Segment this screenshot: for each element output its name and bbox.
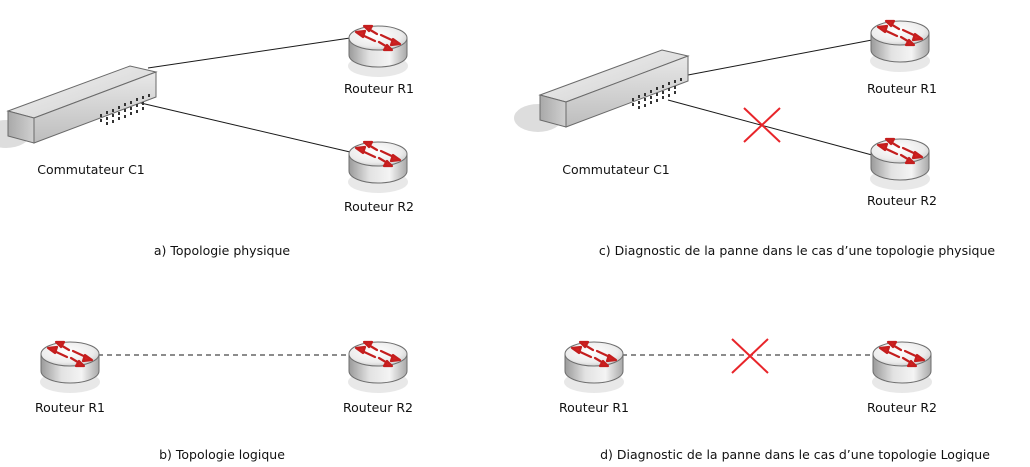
- router-icon: [346, 340, 410, 395]
- network-switch-icon: [513, 49, 689, 133]
- network-switch-icon: [0, 65, 157, 149]
- panel-a-physical-topology: Commutateur C1 Routeur R1 Routeur R2 a) …: [0, 24, 414, 258]
- link-switch-to-r1: [687, 39, 873, 76]
- link-switch-to-r2: [127, 99, 351, 153]
- router-icon: [868, 137, 932, 192]
- panel-b-logical-topology: Routeur R1 Routeur R2 b) Topologie logiq…: [35, 340, 413, 462]
- panel-d-logical-fault-diagnosis: Routeur R1 Routeur R2 d) Diagnostic de l…: [559, 338, 990, 462]
- router-r2-label: Routeur R2: [343, 400, 413, 415]
- router-icon: [868, 19, 932, 74]
- panel-a-caption: a) Topologie physique: [154, 243, 291, 258]
- link-switch-to-r1: [147, 37, 351, 69]
- panel-c-physical-fault-diagnosis: Commutateur C1 Routeur R1 Routeur R2 c) …: [513, 19, 996, 258]
- red-x-fault-icon: [743, 107, 781, 143]
- router-r2-label: Routeur R2: [867, 400, 937, 415]
- link-switch-to-r2-failed: [667, 99, 873, 156]
- router-r2-label: Routeur R2: [867, 193, 937, 208]
- switch-label: Commutateur C1: [37, 162, 145, 177]
- switch-label: Commutateur C1: [562, 162, 670, 177]
- router-r1-label: Routeur R1: [35, 400, 105, 415]
- panel-b-caption: b) Topologie logique: [159, 447, 285, 462]
- router-r1-label: Routeur R1: [344, 81, 414, 96]
- panel-c-caption: c) Diagnostic de la panne dans le cas d’…: [599, 243, 996, 258]
- router-icon: [346, 24, 410, 79]
- router-r2-label: Routeur R2: [344, 199, 414, 214]
- router-icon: [562, 340, 626, 395]
- router-r1-label: Routeur R1: [559, 400, 629, 415]
- red-x-fault-icon: [731, 338, 769, 374]
- panel-d-caption: d) Diagnostic de la panne dans le cas d’…: [600, 447, 990, 462]
- router-icon: [346, 140, 410, 195]
- router-icon: [870, 340, 934, 395]
- router-icon: [38, 340, 102, 395]
- router-r1-label: Routeur R1: [867, 81, 937, 96]
